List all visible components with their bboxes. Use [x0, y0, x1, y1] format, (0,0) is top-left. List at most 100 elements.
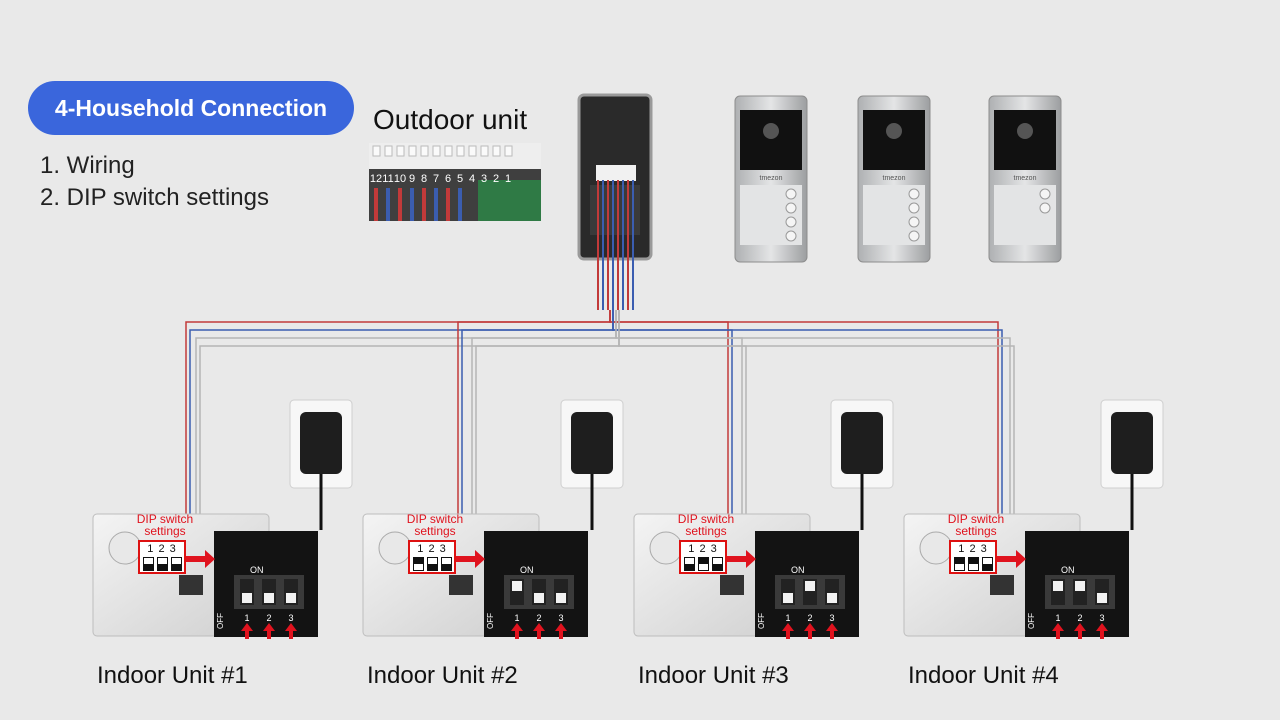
distribution-wire	[612, 310, 733, 520]
dip-setting-box: 1 2 3	[138, 540, 186, 574]
terminal-number: 11	[382, 173, 393, 185]
terminal-screw	[396, 145, 405, 157]
distribution-wire	[612, 310, 1003, 520]
terminal-number: 3	[481, 173, 487, 185]
page-title: 4-Household Connection	[28, 81, 354, 135]
red-arrow-icon	[826, 623, 838, 639]
call-button	[908, 216, 920, 228]
dip-switch-number: 2	[266, 613, 271, 623]
dip-switch-toggle	[827, 593, 837, 603]
red-arrow-icon	[511, 623, 523, 639]
red-arrow-icon	[1052, 623, 1064, 639]
distribution-wire	[185, 310, 611, 520]
terminal-number: 9	[409, 173, 415, 185]
red-arrow-icon	[1096, 623, 1108, 639]
camera-window	[740, 110, 802, 170]
outdoor-unit-label: Outdoor unit	[373, 104, 528, 135]
terminal-screw	[468, 145, 477, 157]
dip-switch-toggle	[783, 593, 793, 603]
dip-switch-toggle	[1053, 581, 1063, 591]
terminal-number: 5	[457, 173, 463, 185]
indoor-unit-label: Indoor Unit #3	[638, 662, 789, 689]
distribution-wire	[615, 310, 1011, 520]
terminal-number: 7	[433, 173, 439, 185]
indoor-unit-label: Indoor Unit #2	[367, 662, 518, 689]
outdoor-front-panel: tmezon	[734, 95, 808, 263]
dip-setting-switches	[951, 557, 995, 571]
dip-setting-switches	[140, 557, 184, 571]
call-button	[785, 202, 797, 214]
power-adapter	[1100, 399, 1164, 530]
step-dip-settings: 2. DIP switch settings	[40, 184, 269, 211]
dip-setting-switches	[681, 557, 725, 571]
dip-setting-switch	[697, 557, 709, 571]
dip-switch-toggle	[1097, 593, 1107, 603]
brand-logo: tmezon	[1014, 175, 1037, 182]
dip-setting-box: 1 2 3	[949, 540, 997, 574]
dip-switch-toggle	[286, 593, 296, 603]
distribution-wire	[199, 310, 620, 520]
dip-switch-number: 1	[1055, 613, 1060, 623]
dip-on-label: ON	[791, 565, 805, 575]
dip-switch-toggle	[534, 593, 544, 603]
terminal-screw	[384, 145, 393, 157]
terminal-screw	[480, 145, 489, 157]
pointer-arrow-icon	[455, 550, 485, 568]
call-button	[908, 188, 920, 200]
red-arrow-icon	[533, 623, 545, 639]
terminal-number: 2	[493, 173, 499, 185]
dip-setting-numbers: 1 2 3	[147, 543, 177, 555]
dip-note: DIP switch settings	[136, 512, 194, 538]
adapter-body	[571, 412, 613, 474]
power-adapter	[830, 399, 894, 530]
dip-note: DIP switch settings	[406, 512, 464, 538]
red-arrow-icon	[263, 623, 275, 639]
power-adapter	[560, 399, 624, 530]
red-arrow-icon	[782, 623, 794, 639]
dip-setting-switch	[142, 557, 154, 571]
dip-setting-switch	[440, 557, 452, 571]
red-arrow-icon	[241, 623, 253, 639]
outdoor-front-panel: tmezon	[857, 95, 931, 263]
terminal-screw	[432, 145, 441, 157]
terminal-number: 6	[445, 173, 451, 185]
dip-setting-box: 1 2 3	[679, 540, 727, 574]
dip-switch-toggle	[805, 581, 815, 591]
call-button	[785, 230, 797, 242]
distribution-wire	[618, 310, 1015, 520]
dip-off-label: OFF	[216, 613, 225, 629]
step-list: 1. Wiring 2. DIP switch settings	[40, 150, 269, 214]
dip-off-label: OFF	[1027, 613, 1036, 629]
call-button	[785, 216, 797, 228]
dip-setting-box: 1 2 3	[408, 540, 456, 574]
call-button	[1039, 188, 1051, 200]
camera-lens-icon	[1017, 123, 1033, 139]
adapter-body	[300, 412, 342, 474]
dip-switch-toggle	[242, 593, 252, 603]
dip-setting-switch	[981, 557, 993, 571]
terminal-screw	[504, 145, 513, 157]
terminal-screw	[456, 145, 465, 157]
dip-off-label: OFF	[486, 613, 495, 629]
dip-setting-switch	[156, 557, 168, 571]
dip-switch-number: 1	[785, 613, 790, 623]
camera-lens-icon	[886, 123, 902, 139]
dip-note: DIP switch settings	[947, 512, 1005, 538]
terminal-number: 8	[421, 173, 427, 185]
dip-note: DIP switch settings	[677, 512, 735, 538]
step-wiring: 1. Wiring	[40, 152, 135, 179]
dip-switch-toggle	[264, 593, 274, 603]
dip-on-label: ON	[250, 565, 264, 575]
distribution-wire	[615, 310, 743, 520]
dip-switch-toggle	[512, 581, 522, 591]
dip-setting-switch	[170, 557, 182, 571]
adapter-body	[1111, 412, 1153, 474]
outdoor-unit-back	[577, 93, 653, 261]
